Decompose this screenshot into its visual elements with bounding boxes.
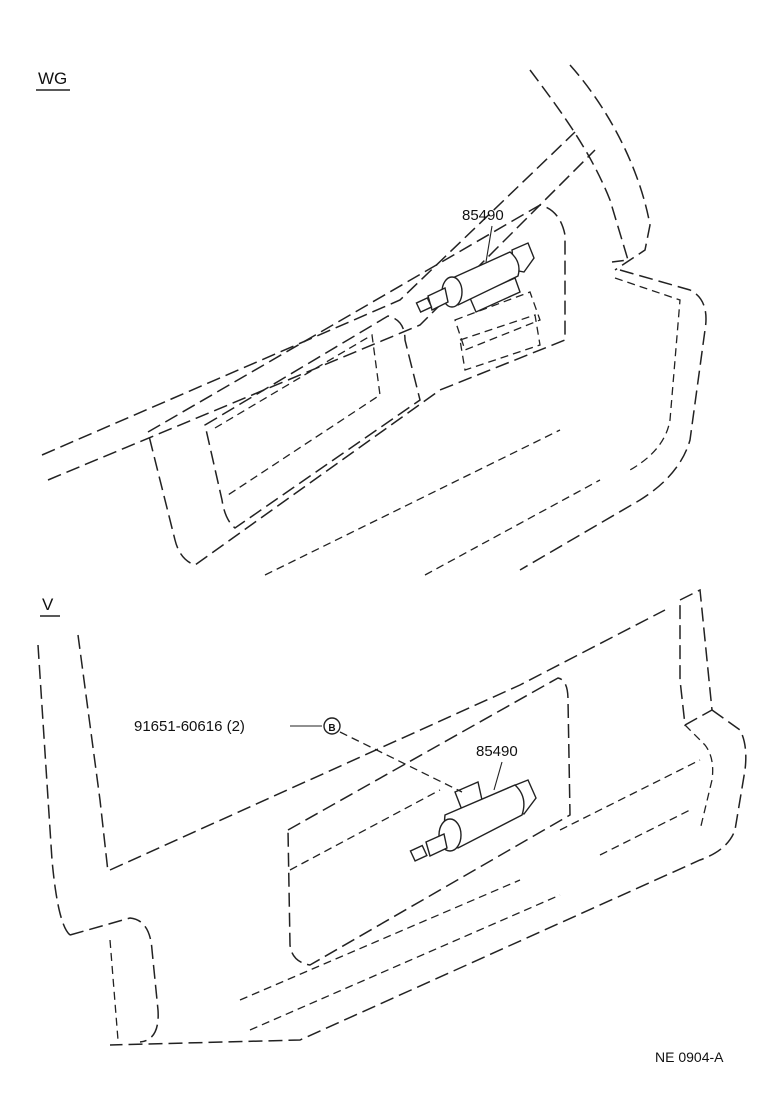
v-section-label: V [42, 595, 54, 614]
v-leader-line [493, 761, 503, 791]
bolt-symbol-circle [323, 717, 341, 735]
wg-section-label: WG [38, 69, 67, 88]
bolt-dashed-line [339, 731, 463, 793]
v-lamp-assembly [409, 779, 537, 862]
v-bumper-inner [684, 724, 714, 831]
bolt-part-number: 91651-60616 (2) [134, 718, 245, 735]
v-bumper-step [599, 809, 691, 856]
wg-bumper [519, 269, 707, 571]
wg-plate-recess [204, 315, 421, 529]
v-pillar-left [37, 644, 71, 936]
v-bumper [109, 709, 747, 1046]
v-lower-line [249, 894, 561, 1031]
v-part-number: 85490 [476, 743, 518, 760]
wg-lower-line-2 [264, 429, 561, 576]
wg-roof-pillar [529, 69, 629, 263]
wg-side-panel [569, 64, 651, 271]
bolt-symbol-letter: B [328, 723, 335, 734]
wg-back-door-lower-edge [47, 149, 596, 481]
wg-lamp-assembly [415, 242, 535, 313]
diagram-code: NE 0904-A [655, 1049, 724, 1065]
wg-section: WG 85490 [36, 64, 707, 576]
wg-back-door-upper-edge [41, 131, 576, 456]
v-bumper-left [69, 917, 159, 1043]
wg-bumper-inner [614, 277, 681, 471]
wg-plate-garnish [147, 204, 566, 566]
v-lower-line-2 [239, 879, 521, 1001]
wg-part-number: 85490 [462, 207, 504, 224]
wg-leader-line [485, 225, 493, 263]
v-bumper-step-2 [559, 759, 701, 831]
v-plate-garnish [287, 677, 571, 966]
wg-lower-line [424, 479, 601, 576]
v-back-door-upper [109, 609, 666, 871]
v-section: V 85490 91651-60616 (2) [37, 588, 747, 1046]
v-bumper-left-inner [109, 939, 119, 1041]
v-plate-garnish-line [289, 789, 441, 871]
v-door-left-edge [77, 634, 109, 873]
wg-lamp-opening-lower [459, 314, 541, 371]
wg-plate-recess-inner [214, 333, 381, 496]
v-side-right [679, 588, 713, 727]
